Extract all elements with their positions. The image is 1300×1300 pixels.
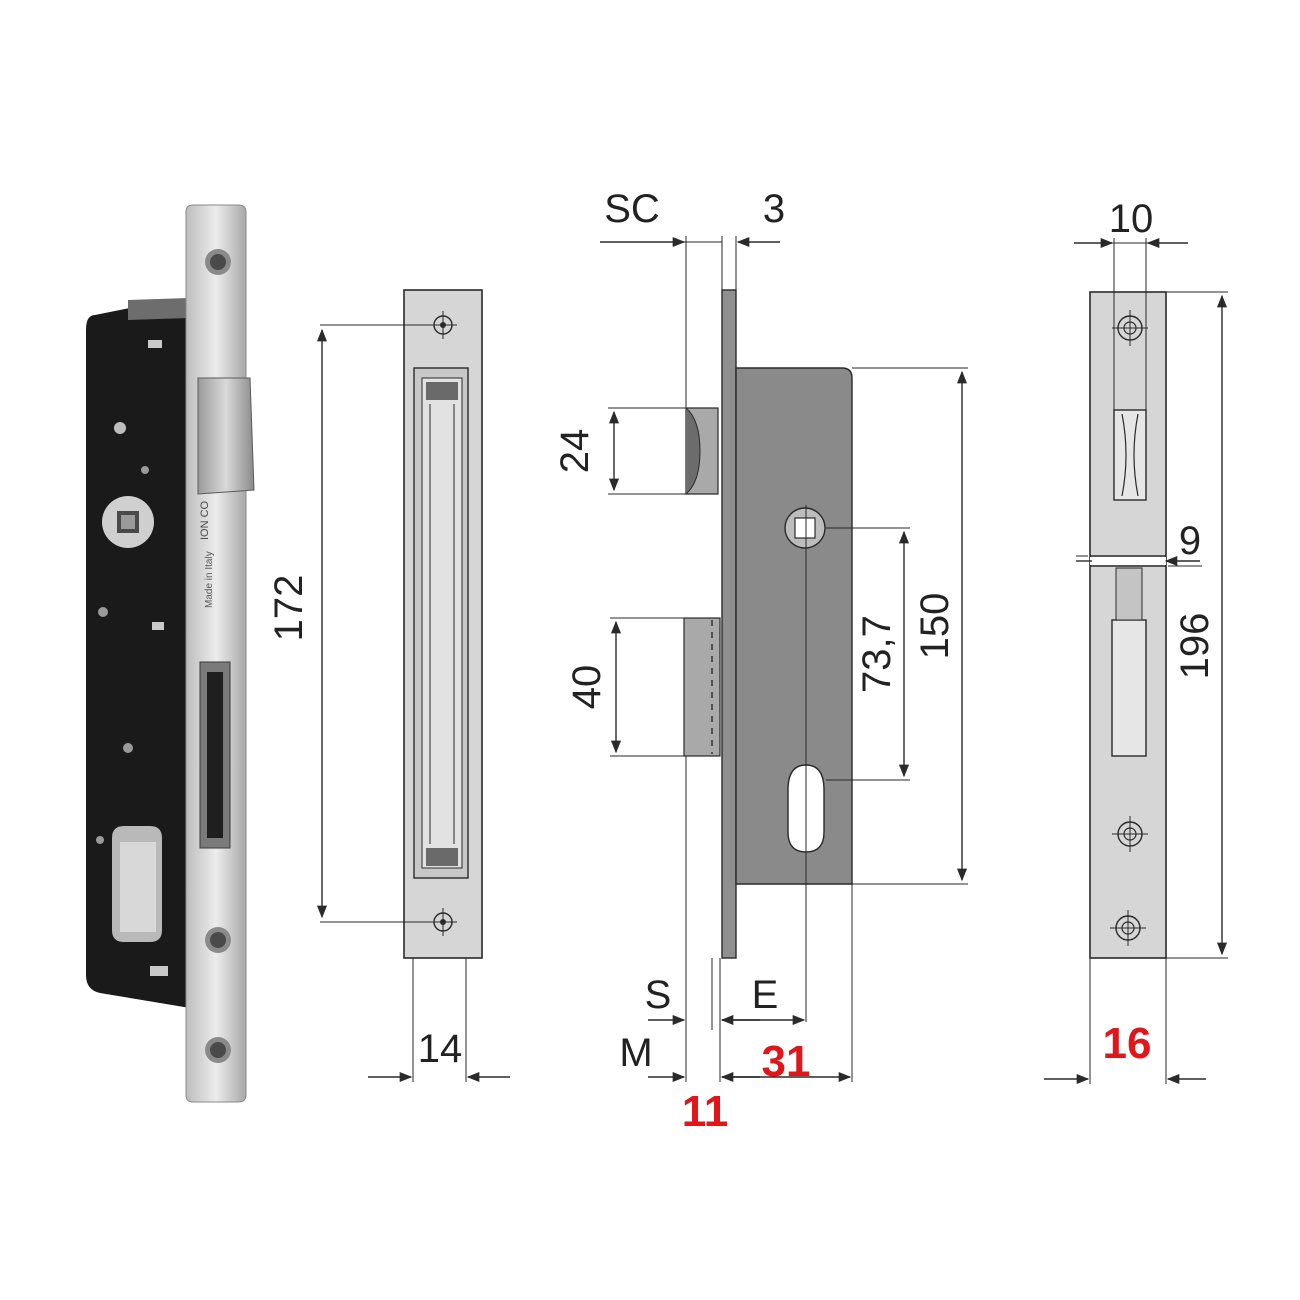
dimension-14: 14 <box>418 1027 463 1071</box>
side-view: SC 3 24 40 73,7 150 S E M <box>553 187 968 1136</box>
strike-plate-view: 10 9 196 16 <box>1044 197 1228 1085</box>
dimension-10: 10 <box>1109 197 1154 241</box>
dimension-31: 31 <box>762 1037 811 1086</box>
strike-latch-opening <box>1113 409 1147 501</box>
dimension-40: 40 <box>565 665 609 710</box>
strike-screw-hole-2 <box>1112 816 1148 852</box>
side-faceplate <box>721 289 737 959</box>
faceplate-view: 172 14 <box>267 289 510 1083</box>
dimension-3: 3 <box>763 187 785 231</box>
dimension-9: 9 <box>1179 519 1201 563</box>
face-engraving: Made in Italy <box>204 551 215 608</box>
strike-screw-hole-3 <box>1110 910 1146 946</box>
dimension-172: 172 <box>267 575 311 642</box>
latch-bolt <box>197 377 255 495</box>
lock-faceplate <box>185 204 247 1103</box>
lock-photo: ION CO Made in Italy <box>86 204 255 1103</box>
dimension-73-7: 73,7 <box>855 615 899 693</box>
label-sc: SC <box>604 187 660 231</box>
label-e: E <box>752 973 779 1017</box>
strike-bolt-opening <box>1111 619 1147 757</box>
label-m: M <box>619 1031 652 1075</box>
dimension-24: 24 <box>553 429 597 474</box>
strike-plate-outline <box>1089 291 1167 959</box>
lock-case-body <box>86 308 190 1008</box>
side-deadbolt <box>683 617 721 757</box>
side-case <box>735 367 853 885</box>
label-s: S <box>645 973 672 1017</box>
dimension-150: 150 <box>913 593 957 660</box>
strike-screw-hole-1 <box>1112 310 1148 346</box>
dimension-16: 16 <box>1103 1019 1152 1068</box>
brand-engraving: ION CO <box>199 500 211 540</box>
dimension-196: 196 <box>1173 613 1217 680</box>
dimension-11: 11 <box>682 1087 729 1136</box>
